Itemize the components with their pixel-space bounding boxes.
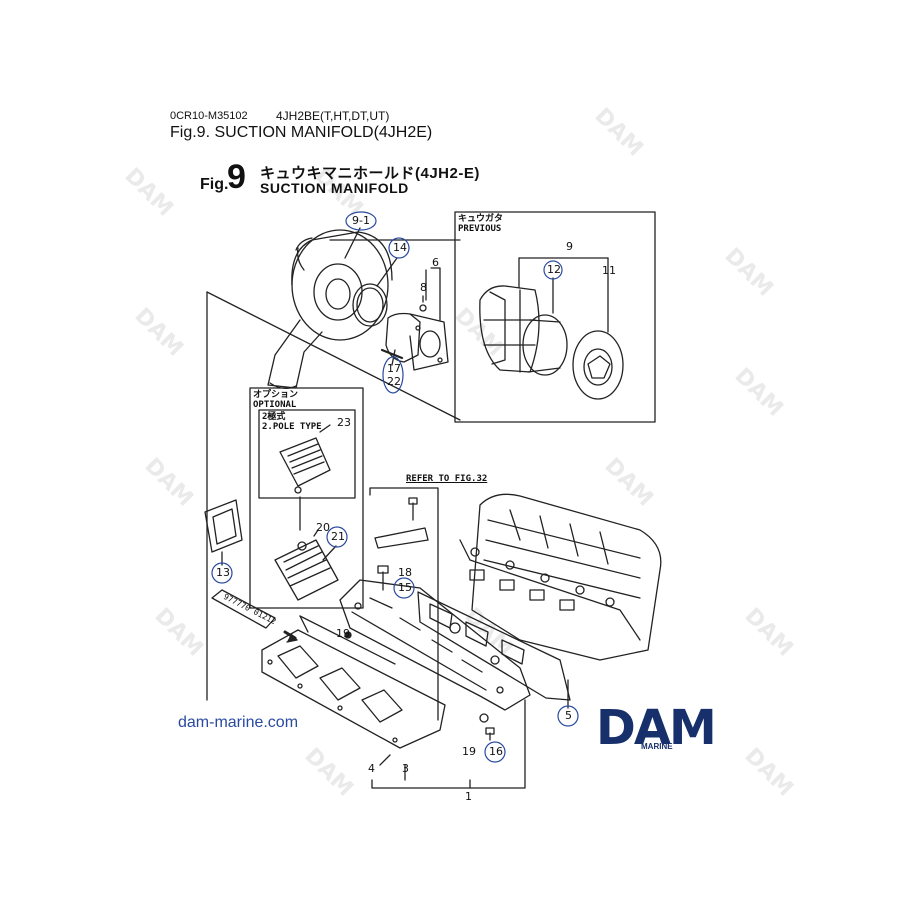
callout-15: 15	[398, 581, 412, 594]
callout-ring	[388, 237, 410, 259]
intake-manifold	[339, 579, 531, 711]
part-tag	[211, 589, 276, 629]
previous-filter-assembly	[479, 257, 624, 400]
bracket	[374, 527, 429, 549]
callout-9: 9	[566, 240, 573, 253]
callout-4: 4	[368, 762, 375, 775]
callout-16: 16	[489, 745, 503, 758]
refer-note: REFER TO FIG.32	[406, 474, 488, 484]
fig-number: 9	[227, 158, 246, 196]
cylinder-head	[459, 493, 662, 661]
callout-3: 3	[402, 762, 409, 775]
callout-ring	[484, 741, 506, 763]
intake-heater	[279, 424, 331, 531]
heater-optional-plate	[274, 529, 339, 601]
callout-6: 6	[432, 256, 439, 269]
callout-13: 13	[216, 566, 230, 579]
manifold-gasket	[417, 591, 571, 701]
callout-ring	[393, 577, 415, 599]
callout-20: 20	[316, 521, 330, 534]
callout-11: 11	[602, 264, 616, 277]
callout-ring	[557, 705, 579, 727]
document-code: 0CR10-M35102	[170, 110, 248, 122]
callout-1: 1	[465, 790, 472, 803]
gasket	[204, 499, 243, 553]
callout-9-1: 9-1	[352, 214, 370, 227]
callout-23: 23	[337, 416, 351, 429]
figure-heading: Fig.9. SUCTION MANIFOLD(4JH2E)	[170, 124, 433, 141]
callout-ring	[211, 562, 233, 584]
callout-21: 21	[331, 530, 345, 543]
brand-logo: DAM	[596, 700, 717, 756]
title-english: SUCTION MANIFOLD	[260, 180, 409, 196]
callout-ring	[382, 356, 404, 394]
callout-19b: 19	[462, 745, 476, 758]
callout-12: 12	[547, 263, 561, 276]
inlet-elbow	[380, 295, 449, 371]
engine-model: 4JH2BE(T,HT,DT,UT)	[276, 109, 390, 123]
callout-8: 8	[420, 281, 427, 294]
title-japanese: キュウキマニホールド(4JH2-E)	[260, 165, 480, 182]
site-url: dam-marine.com	[178, 714, 299, 731]
callout-ring	[543, 260, 563, 280]
callout-ring	[345, 211, 377, 231]
fig-label: Fig.	[200, 176, 229, 193]
callout-17: 17	[387, 362, 401, 375]
callout-18: 18	[398, 566, 412, 579]
callout-ring	[326, 526, 348, 548]
callout-19a: 19	[336, 627, 350, 640]
hose-clamp	[352, 283, 388, 327]
callout-5: 5	[565, 709, 572, 722]
callout-14: 14	[393, 241, 407, 254]
lower-gasket-plate	[261, 629, 446, 749]
callout-22: 22	[387, 375, 401, 388]
brand-logo-sub: MARINE	[641, 742, 673, 751]
air-filter-housing	[267, 229, 393, 390]
